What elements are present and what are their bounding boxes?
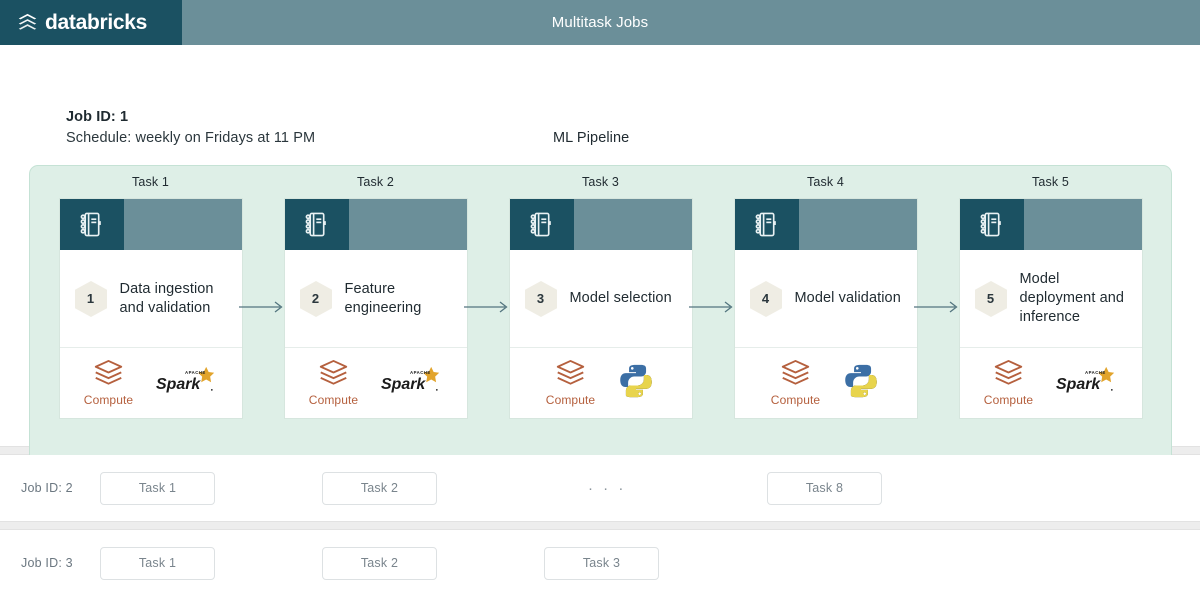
databricks-compute-icon: [555, 359, 586, 391]
job-3-task-chip-3[interactable]: Task 3: [544, 546, 659, 580]
job-1-meta: Job ID: 1 Schedule: weekly on Fridays at…: [66, 107, 315, 149]
task-card-5[interactable]: 5 Model deployment and inference Compute…: [959, 199, 1142, 418]
notebook-icon: [509, 199, 574, 250]
job-3-task-chip-2[interactable]: Task 2: [322, 546, 437, 580]
task-card-body-3: 3 Model selection: [509, 250, 692, 348]
compute-label-1: Compute: [83, 393, 134, 407]
notebook-icon: [959, 199, 1024, 250]
databricks-logo-icon: [17, 12, 38, 33]
task-card-header-1: [59, 199, 242, 250]
pipeline-title: ML Pipeline: [553, 130, 630, 146]
notebook-icon: [284, 199, 349, 250]
task-title-5: Model deployment and inference: [1019, 271, 1125, 325]
job-1-schedule-label: Schedule: weekly on Fridays at 11 PM: [66, 130, 316, 146]
app-header: databricks Multitask Jobs: [0, 0, 1200, 45]
task-connector-arrow-1: [239, 300, 287, 314]
svg-text:Spark: Spark: [1056, 376, 1101, 393]
task-label-2: Task 2: [356, 175, 395, 189]
job-1-id-label: Job ID: 1: [66, 109, 129, 125]
task-card-3[interactable]: 3 Model selection Compute: [509, 199, 692, 418]
apache-spark-logo: Spark APACHE: [380, 365, 442, 401]
tasks-row: Task 1 1 Data ingestion and validation: [30, 166, 1171, 418]
svg-text:Spark: Spark: [381, 376, 426, 393]
task-card-header-2: [284, 199, 467, 250]
job-2-task-chip-8[interactable]: Task 8: [767, 471, 882, 505]
task-title-3: Model selection: [569, 290, 672, 306]
job-2-id-label: Job ID: 2: [21, 481, 73, 495]
job-1-section: Job ID: 1 Schedule: weekly on Fridays at…: [0, 45, 1200, 465]
job-2-task-chip-1[interactable]: Task 1: [100, 471, 215, 505]
task-column-2: Task 2 2 Feature engineering: [263, 175, 508, 418]
databricks-compute-icon: [318, 359, 349, 391]
task-card-footer-3: Compute: [510, 348, 692, 418]
brand-block[interactable]: databricks: [0, 0, 182, 45]
task-column-5: Task 5 5 Model deployment and inference: [938, 175, 1163, 418]
task-card-1[interactable]: 1 Data ingestion and validation Compute …: [59, 199, 242, 418]
task-number-badge-3: 3: [524, 280, 558, 318]
task-label-5: Task 5: [1031, 175, 1070, 189]
task-label-1: Task 1: [131, 175, 170, 189]
task-title-1: Data ingestion and validation: [119, 280, 214, 316]
python-logo: [842, 362, 880, 405]
task-card-header-5: [959, 199, 1142, 250]
compute-label-3: Compute: [545, 393, 596, 407]
task-card-footer-1: Compute Spark APACHE: [60, 348, 242, 418]
python-logo: [617, 362, 655, 405]
task-column-4: Task 4 4 Model validation: [713, 175, 958, 418]
compute-label-4: Compute: [770, 393, 821, 407]
databricks-compute-icon: [780, 359, 811, 391]
task-card-footer-2: Compute Spark APACHE: [285, 348, 467, 418]
apache-spark-logo: Spark APACHE: [155, 365, 217, 401]
task-card-2[interactable]: 2 Feature engineering Compute Spark APAC…: [284, 199, 467, 418]
task-card-body-1: 1 Data ingestion and validation: [59, 250, 242, 348]
task-connector-arrow-4: [914, 300, 962, 314]
compute-label-5: Compute: [983, 393, 1034, 407]
task-title-4: Model validation: [794, 290, 901, 306]
apache-spark-logo: Spark APACHE: [1055, 365, 1117, 401]
compute-chip-1: Compute: [84, 359, 133, 407]
task-number-badge-2: 2: [299, 280, 333, 318]
brand-name: databricks: [45, 10, 148, 34]
task-label-3: Task 3: [581, 175, 620, 189]
task-number-badge-4: 4: [749, 280, 783, 318]
task-card-4[interactable]: 4 Model validation Compute: [734, 199, 917, 418]
task-label-4: Task 4: [806, 175, 845, 189]
compute-chip-2: Compute: [309, 359, 358, 407]
compute-chip-5: Compute: [984, 359, 1033, 407]
svg-text:APACHE: APACHE: [1085, 370, 1106, 375]
job-3-id-label: Job ID: 3: [21, 556, 73, 570]
task-card-body-5: 5 Model deployment and inference: [959, 250, 1142, 348]
svg-text:APACHE: APACHE: [410, 370, 431, 375]
job-2-row: Job ID: 2 Task 1 Task 2 · · · Task 8: [0, 455, 1200, 521]
task-card-header-4: [734, 199, 917, 250]
job-2-ellipsis: · · ·: [588, 479, 627, 497]
task-column-3: Task 3 3 Model selection: [488, 175, 733, 418]
task-card-body-2: 2 Feature engineering: [284, 250, 467, 348]
svg-text:APACHE: APACHE: [185, 370, 206, 375]
task-card-body-4: 4 Model validation: [734, 250, 917, 348]
task-card-footer-5: Compute Spark APACHE: [960, 348, 1142, 418]
ml-pipeline-container: Task 1 1 Data ingestion and validation: [29, 165, 1172, 465]
job-2-task-chip-2[interactable]: Task 2: [322, 471, 437, 505]
task-title-2: Feature engineering: [344, 280, 422, 316]
notebook-icon: [734, 199, 799, 250]
task-connector-arrow-3: [689, 300, 737, 314]
task-column-1: Task 1 1 Data ingestion and validation: [38, 175, 283, 418]
compute-chip-3: Compute: [546, 359, 595, 407]
task-card-header-3: [509, 199, 692, 250]
svg-text:Spark: Spark: [156, 376, 201, 393]
task-number-badge-5: 5: [974, 280, 1008, 318]
task-card-footer-4: Compute: [735, 348, 917, 418]
task-number-badge-1: 1: [74, 280, 108, 318]
compute-chip-4: Compute: [771, 359, 820, 407]
databricks-compute-icon: [993, 359, 1024, 391]
databricks-compute-icon: [93, 359, 124, 391]
job-3-task-chip-1[interactable]: Task 1: [100, 546, 215, 580]
compute-label-2: Compute: [308, 393, 359, 407]
job-3-row: Job ID: 3 Task 1 Task 2 Task 3: [0, 530, 1200, 596]
row-separator-2: [0, 521, 1200, 530]
notebook-icon: [59, 199, 124, 250]
task-connector-arrow-2: [464, 300, 512, 314]
